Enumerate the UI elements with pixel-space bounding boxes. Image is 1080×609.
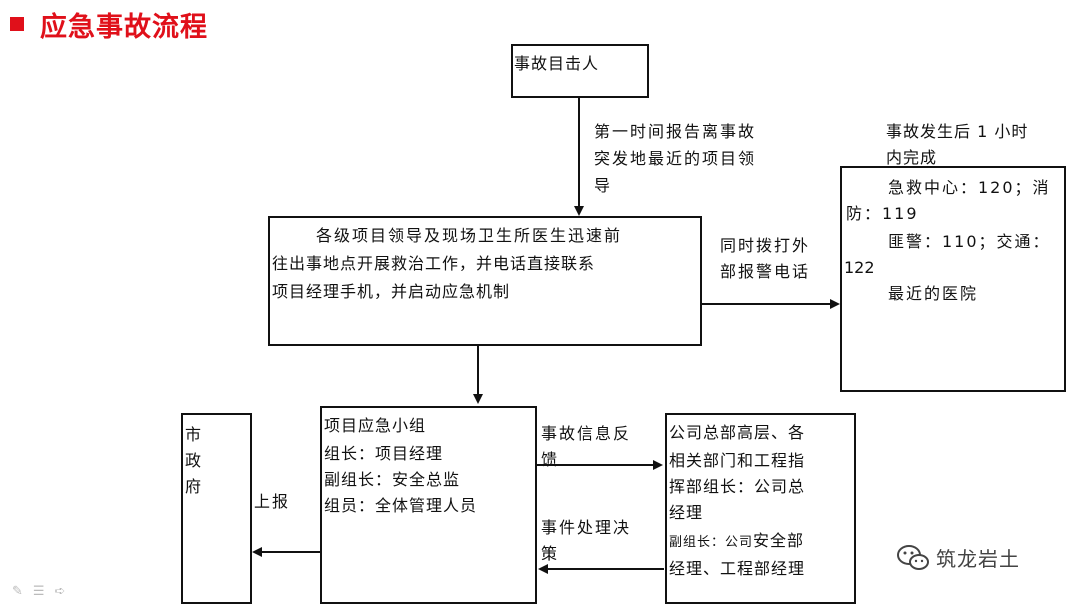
title-bullet-square [10,17,24,31]
node-emergency-line5: 最近的医院 [888,284,979,303]
node-emergency-line2: 防：119 [846,204,919,223]
node-team-box: 项目应急小组 组长：项目经理 副组长：安全总监 组员：全体管理人员 [320,406,537,604]
slide-title: 应急事故流程 [10,4,208,44]
title-text: 应急事故流程 [40,11,208,43]
node-team-line4: 组员：全体管理人员 [324,496,478,515]
wechat-icon [897,544,929,570]
node-hq-line3: 挥部组长：公司总 [669,477,806,496]
node-hq-box: 公司总部高层、各 相关部门和工程指 挥部组长：公司总 经理 副组长：公司安全部 … [665,413,856,604]
label-decision-line2: 策 [541,544,560,563]
node-emergency-line3: 匪警：110；交通： [888,232,1051,251]
label-report-leader-line3: 导 [594,176,613,195]
watermark: 筑龙岩土 [896,543,1020,572]
label-report-up: 上报 [254,492,291,511]
node-hq-line5: 副组长：公司安全部 [669,527,804,557]
node-government-box: 市 政 府 [181,413,252,604]
node-hq-line6: 经理、工程部经理 [669,559,806,578]
node-hq-line5-suffix: 安全部 [753,531,805,550]
node-emergency-line4: 122 [844,258,875,277]
node-government-char2: 政 [185,451,204,470]
label-decision-line1: 事件处理决 [541,518,632,537]
label-call-external-line1: 同时拨打外 [720,236,811,255]
slide-toolbar[interactable]: ✎ ☰ ➪ [12,584,65,599]
watermark-text: 筑龙岩土 [936,547,1020,571]
label-report-leader-line2: 突发地最近的项目领 [594,149,757,168]
node-witness-text: 事故目击人 [514,54,600,73]
label-report-leader-line1: 第一时间报告离事故 [594,122,757,141]
node-government-char1: 市 [185,425,204,444]
node-leaders-line3: 项目经理手机，并启动应急机制 [272,282,511,301]
node-team-line2: 组长：项目经理 [324,444,444,463]
node-emergency-line1: 急救中心：120；消 [888,178,1051,197]
node-hq-line5-prefix: 副组长：公司 [669,535,754,550]
label-one-hour-line2: 内完成 [886,148,938,167]
label-one-hour-line1: 事故发生后 1 小时 [886,122,1029,141]
next-arrow-icon[interactable]: ➪ [54,584,66,599]
node-witness-box: 事故目击人 [511,44,649,98]
node-leaders-line1: 各级项目领导及现场卫生所医生迅速前 [316,226,623,245]
node-hq-line4: 经理 [669,503,704,522]
node-emergency-box: 急救中心：120；消 防：119 匪警：110；交通： 122 最近的医院 [840,166,1066,392]
node-government-char3: 府 [185,477,204,496]
label-feedback-line2: 馈 [541,450,560,469]
menu-icon[interactable]: ☰ [32,584,45,599]
node-leaders-box: 各级项目领导及现场卫生所医生迅速前 往出事地点开展救治工作，并电话直接联系 项目… [268,216,702,346]
label-call-external-line2: 部报警电话 [720,262,811,281]
label-feedback-line1: 事故信息反 [541,424,632,443]
pen-icon[interactable]: ✎ [12,584,23,599]
node-team-line1: 项目应急小组 [324,416,427,435]
node-hq-line1: 公司总部高层、各 [669,423,806,442]
node-leaders-line2: 往出事地点开展救治工作，并电话直接联系 [272,254,596,273]
node-hq-line2: 相关部门和工程指 [669,451,806,470]
node-team-line3: 副组长：安全总监 [324,470,461,489]
